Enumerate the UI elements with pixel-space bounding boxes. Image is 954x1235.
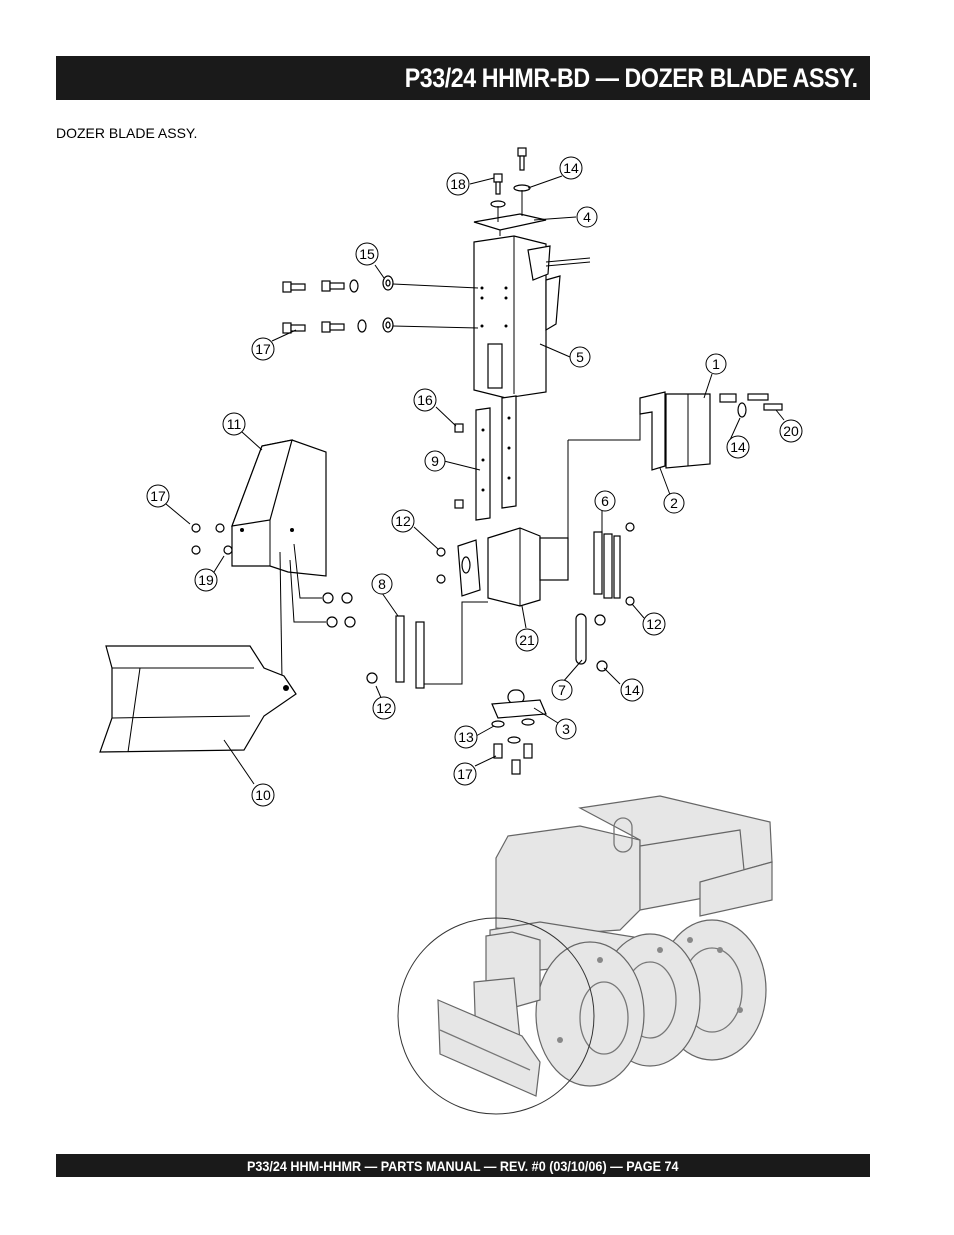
callout-17-c: 17 (453, 762, 477, 786)
mast-part-5 (473, 235, 591, 399)
callout-16: 16 (413, 388, 437, 412)
svg-text:16: 16 (417, 392, 433, 408)
svg-text:14: 14 (730, 439, 746, 455)
link-part-8 (366, 601, 488, 689)
callout-17-b: 17 (146, 484, 170, 508)
callout-15: 15 (355, 242, 379, 266)
svg-text:17: 17 (457, 766, 473, 782)
lug-part-3 (491, 689, 547, 775)
page-footer-bar: P33/24 HHM-HHMR — PARTS MANUAL — REV. #0… (56, 1154, 870, 1177)
svg-text:13: 13 (458, 729, 474, 745)
page-title-bar: P33/24 HHMR-BD — DOZER BLADE ASSY. (56, 56, 870, 100)
mount-part-21 (436, 527, 569, 607)
svg-text:1: 1 (712, 356, 720, 372)
section-label: DOZER BLADE ASSY. (56, 125, 198, 141)
svg-text:5: 5 (576, 349, 584, 365)
callout-12-c: 12 (372, 696, 396, 720)
callout-10: 10 (251, 783, 275, 807)
svg-text:12: 12 (376, 700, 392, 716)
callout-5: 5 (569, 346, 591, 368)
top-plate-part-4 (473, 213, 547, 236)
callout-20: 20 (779, 419, 803, 443)
callout-14-c: 14 (620, 678, 644, 702)
svg-text:21: 21 (519, 632, 535, 648)
svg-text:14: 14 (624, 682, 640, 698)
callout-3: 3 (555, 718, 577, 740)
callout-12-b: 12 (642, 612, 666, 636)
svg-text:7: 7 (558, 682, 566, 698)
svg-text:3: 3 (562, 721, 570, 737)
page-footer: P33/24 HHM-HHMR — PARTS MANUAL — REV. #0… (247, 1157, 679, 1174)
link-plates-part-6 (593, 522, 635, 606)
callout-9: 9 (424, 450, 446, 472)
page-title: P33/24 HHMR-BD — DOZER BLADE ASSY. (405, 62, 858, 93)
svg-text:12: 12 (646, 616, 662, 632)
svg-text:14: 14 (563, 160, 579, 176)
callout-14-a: 14 (559, 156, 583, 180)
callout-8: 8 (371, 573, 393, 595)
top-bolts (490, 147, 531, 222)
bracket-part-1-2 (567, 391, 783, 578)
svg-text:17: 17 (150, 488, 166, 504)
svg-text:8: 8 (378, 576, 386, 592)
callout-1: 1 (705, 353, 727, 375)
svg-text:4: 4 (583, 209, 591, 225)
leader-lines (165, 175, 785, 785)
callout-13: 13 (454, 725, 478, 749)
svg-text:17: 17 (255, 341, 271, 357)
side-bolts-row-1 (282, 275, 479, 293)
slide-bar-part-9 (454, 395, 517, 521)
callout-6: 6 (594, 490, 616, 512)
callout-17-a: 17 (251, 337, 275, 361)
svg-text:18: 18 (450, 176, 466, 192)
callout-18: 18 (446, 172, 470, 196)
blade-guard-part-11 (191, 439, 356, 681)
callout-12-a: 12 (391, 509, 415, 533)
callout-7: 7 (551, 679, 573, 701)
svg-text:12: 12 (395, 513, 411, 529)
svg-text:20: 20 (783, 423, 799, 439)
link-part-7 (575, 613, 608, 672)
svg-text:6: 6 (601, 493, 609, 509)
svg-text:2: 2 (670, 495, 678, 511)
callout-14-b: 14 (726, 435, 750, 459)
svg-text:11: 11 (227, 416, 242, 432)
exploded-parts-diagram: 1 2 3 4 5 6 7 8 9 10 11 12 12 12 12 13 1… (99, 147, 803, 1115)
callout-21: 21 (515, 628, 539, 652)
svg-text:10: 10 (255, 787, 271, 803)
side-bolts-row-2 (282, 317, 479, 334)
callout-4: 4 (576, 206, 598, 228)
callout-2: 2 (663, 492, 685, 514)
callout-19: 19 (194, 568, 218, 592)
callout-11: 11 (222, 412, 246, 436)
dozer-blade-part-10 (99, 645, 297, 753)
svg-text:15: 15 (359, 246, 375, 262)
svg-text:9: 9 (431, 453, 439, 469)
machine-illustration (397, 795, 773, 1115)
svg-text:19: 19 (198, 572, 214, 588)
